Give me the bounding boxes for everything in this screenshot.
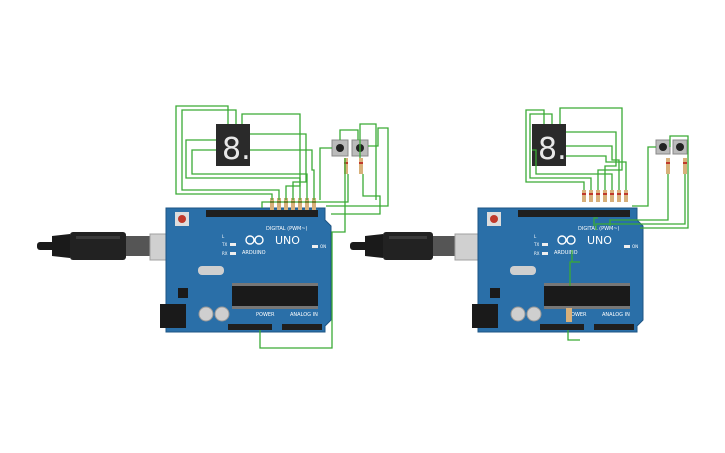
led-on-1 (312, 245, 318, 248)
analog-header-1 (282, 324, 322, 330)
board-resistor-2 (566, 308, 572, 322)
l-label-2: L (534, 234, 537, 239)
reset-icon (490, 215, 498, 223)
atmega-chip-1 (232, 286, 318, 306)
atmega-chip-2 (544, 286, 630, 306)
uno-label-2: UNO (587, 234, 612, 247)
tx-label-2: TX (533, 242, 539, 247)
button-icon (676, 143, 684, 151)
arduino-board-2[interactable]: DIGITAL (PWM~) UNO ARDUINO POWER ANALOG … (472, 207, 644, 333)
power-label-2: POWER (568, 312, 587, 318)
reset-icon (178, 215, 186, 223)
seven-segment-display-2[interactable]: 8. (532, 124, 567, 167)
display-digit-1: 8. (222, 132, 251, 167)
digital-header-1 (206, 210, 318, 217)
led-rx-2 (542, 252, 548, 255)
arduino-label-2: ARDUINO (554, 250, 578, 256)
regulator-1 (178, 288, 188, 298)
button-icon (336, 144, 344, 152)
led-rx-1 (230, 252, 236, 255)
capacitor-2a (510, 306, 526, 322)
pull-resistor-1a (344, 158, 348, 174)
arduino-logo-icon (557, 235, 567, 245)
power-header-2 (540, 324, 584, 330)
rx-label-2: RX (534, 251, 540, 256)
crystal-2 (510, 266, 536, 275)
button-icon (659, 143, 667, 151)
crystal-1 (198, 266, 224, 275)
power-header-1 (228, 324, 272, 330)
arduino-logo-icon (566, 235, 576, 245)
arduino-label-1: ARDUINO (242, 250, 266, 256)
on-label-1: ON (320, 244, 326, 249)
pushbutton-1a[interactable] (331, 139, 349, 157)
led-on-2 (624, 245, 630, 248)
arduino-logo-icon (254, 235, 264, 245)
usb-cable-2[interactable] (350, 232, 484, 261)
rx-label-1: RX (222, 251, 228, 256)
digital-label-2: DIGITAL (PWM~) (578, 226, 620, 232)
led-tx-2 (542, 243, 548, 246)
on-label-2: ON (632, 244, 638, 249)
digital-label-1: DIGITAL (PWM~) (266, 226, 308, 232)
circuit-1[interactable]: DIGITAL (PWM~) UNO ARDUINO POWER ANALOG … (37, 105, 389, 349)
digital-header-2 (518, 210, 630, 217)
tx-label-1: TX (221, 242, 227, 247)
uno-label-1: UNO (275, 234, 300, 247)
capacitor-1b (214, 306, 230, 322)
regulator-2 (490, 288, 500, 298)
wires-2[interactable] (525, 107, 689, 341)
capacitor-1a (198, 306, 214, 322)
analog-label-2: ANALOG IN (602, 312, 630, 318)
pull-resistor-2b (683, 158, 687, 174)
arduino-logo-icon (245, 235, 255, 245)
pushbutton-2b[interactable] (672, 139, 688, 155)
led-tx-1 (230, 243, 236, 246)
usb-cable-1[interactable] (37, 232, 181, 261)
wires-1[interactable] (175, 105, 389, 349)
pushbutton-2a[interactable] (655, 139, 671, 155)
arduino-board-1[interactable]: DIGITAL (PWM~) UNO ARDUINO POWER ANALOG … (160, 207, 332, 333)
analog-label-1: ANALOG IN (290, 312, 318, 318)
capacitor-2b (526, 306, 542, 322)
power-jack-2 (472, 304, 498, 328)
seven-segment-display-1[interactable]: 8. (216, 124, 251, 167)
l-label-1: L (222, 234, 225, 239)
circuit-2[interactable]: DIGITAL (PWM~) UNO ARDUINO POWER ANALOG … (350, 107, 689, 341)
display-digit-2: 8. (538, 132, 567, 167)
power-label-1: POWER (256, 312, 275, 318)
analog-header-2 (594, 324, 634, 330)
pull-resistor-1b (359, 158, 363, 174)
resistor-bank-2 (582, 190, 628, 202)
power-jack-1 (160, 304, 186, 328)
pull-resistor-2a (666, 158, 670, 174)
